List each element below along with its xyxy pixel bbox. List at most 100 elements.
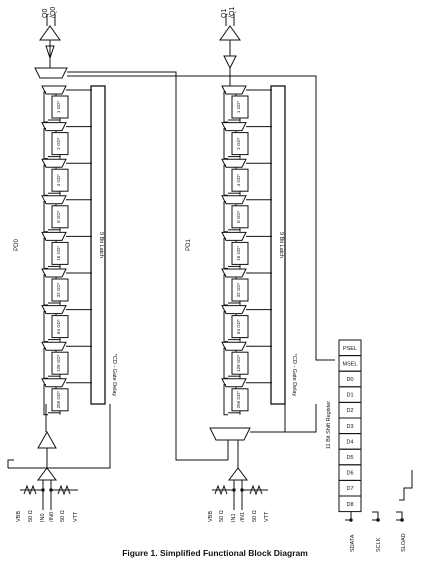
- delay-a-stage-label-6: 32 GD*: [56, 282, 61, 297]
- shift-register-cell-label: D6: [346, 471, 353, 477]
- output-buffer-b: [219, 25, 241, 41]
- delay-a-stage-label-1: 1 GD*: [56, 101, 61, 114]
- delay-b-stage-2: 2 GD*: [221, 122, 273, 160]
- delay-a-stage-label-2: 2 GD*: [56, 137, 61, 150]
- delay-a-stage-9: 256 GD*: [41, 378, 93, 416]
- pin-in0: IN0: [40, 513, 46, 522]
- delay-a-stage-6: 32 GD*: [41, 268, 93, 306]
- delay-chain-b: 1 GD* 2 GD* 4 GD* 8 GD* 16 GD* 32 GD* 64 GD* 12…: [221, 85, 273, 416]
- load-pulse-icon: [399, 470, 413, 501]
- channel-a-outputs: Q0 /Q0: [42, 7, 57, 18]
- shift-register-cell-msel: MSEL: [338, 355, 362, 372]
- shift-register-cell-d5: D5: [338, 448, 362, 466]
- res-b-1: 50 Ω: [219, 510, 225, 522]
- shift-register-cell-d1: D1: [338, 386, 362, 403]
- channel-b-inputs: VBB 50 Ω IN1 /IN1 50 Ω VTT: [208, 510, 270, 522]
- shift-register-cell-label: D2: [346, 408, 353, 414]
- delay-b-stage-9: 256 GD*: [221, 378, 273, 416]
- shift-register-cell-label: D7: [346, 486, 353, 492]
- delay-a-stage-label-7: 64 GD*: [56, 319, 61, 334]
- latch-a: [90, 85, 106, 405]
- res-b-2: 50 Ω: [252, 510, 258, 522]
- delay-a-stage-label-8: 128 GD*: [56, 354, 61, 372]
- shift-register-cell-d8: D8: [338, 495, 362, 513]
- delay-note-a: *CD - Gate Delay: [111, 354, 117, 397]
- delay-a-stage-7: 64 GD*: [41, 305, 93, 343]
- vertical-label-pd1: PD1: [186, 239, 192, 251]
- pin-vbb-a: VBB: [16, 511, 22, 522]
- delay-b-stage-label-5: 16 GD*: [236, 246, 241, 261]
- shift-register-cell-d4: D4: [338, 433, 362, 450]
- pin-in1-bar: /IN1: [240, 512, 246, 522]
- delay-b-stage-label-7: 64 GD*: [236, 319, 241, 334]
- channel-a-inputs: VBB 50 Ω IN0 /IN0 50 Ω VTT: [16, 510, 79, 522]
- delay-b-stage-3: 4 GD*: [221, 158, 273, 196]
- delay-a-stage-label-9: 256 GD*: [56, 391, 61, 409]
- delay-b-stage-1: 1 GD*: [221, 85, 273, 123]
- output-label-q0-bar: /Q0: [50, 7, 57, 18]
- output-label-q1: Q1: [221, 9, 228, 18]
- delay-note-b: *CD - Gate Delay: [291, 354, 297, 397]
- vertical-label-pd0: PD0: [14, 239, 20, 251]
- delay-a-stage-8: 128 GD*: [41, 341, 93, 379]
- channel-a: Q0 /Q0 1 GD* 2 GD* 4 GD* 8 GD* 16 GD* 32 GD* 6…: [7, 7, 335, 522]
- shift-register-cell-label: PSEL: [343, 346, 357, 352]
- latch-b: [270, 85, 286, 405]
- output-label-q0: Q0: [42, 9, 49, 18]
- latch-label-b: 9 Bit Latch: [278, 232, 284, 258]
- output-label-q1-bar: /Q1: [229, 7, 236, 18]
- receiver-a: [37, 467, 57, 481]
- delay-b-stage-label-3: 4 GD*: [236, 174, 241, 187]
- shift-register-cell-d6: D6: [338, 464, 362, 481]
- pin-in0-bar: /IN0: [49, 512, 55, 522]
- pin-vtt-a: VTT: [73, 511, 79, 522]
- shift-register-cell-label: D8: [346, 502, 353, 508]
- shift-register-cell-label: D4: [346, 439, 353, 445]
- shift-register-cell-d3: D3: [338, 417, 362, 435]
- delay-b-stage-label-2: 2 GD*: [236, 137, 241, 150]
- delay-b-stage-6: 32 GD*: [221, 268, 273, 306]
- shift-register-cell-label: MSEL: [343, 361, 358, 367]
- pin-sdata: SDATA: [350, 534, 356, 552]
- pin-sclk: SCLK: [376, 537, 382, 552]
- delay-a-stage-3: 4 GD*: [41, 158, 93, 196]
- shift-register-cell-psel: PSEL: [338, 339, 362, 357]
- shift-register-cell-d7: D7: [338, 479, 362, 497]
- delay-b-stage-label-4: 8 GD*: [236, 210, 241, 223]
- shift-register-cell-label: D5: [346, 455, 353, 461]
- output-buffer-a: [39, 25, 61, 41]
- pin-in1: IN1: [231, 513, 237, 522]
- channel-b: Q1 /Q1 1 GD* 2 GD* 4 GD* 8 GD* 16 GD* 32 GD* 6…: [186, 7, 317, 522]
- delay-chain-a: 1 GD* 2 GD* 4 GD* 8 GD* 16 GD* 32 GD* 64 GD* 12…: [41, 85, 93, 416]
- pin-vbb-b: VBB: [208, 511, 214, 522]
- res-a-1: 50 Ω: [28, 510, 34, 522]
- delay-a-stage-label-4: 8 GD*: [56, 210, 61, 223]
- delay-b-stage-8: 128 GD*: [221, 341, 273, 379]
- delay-b-stage-5: 16 GD*: [221, 231, 273, 269]
- delay-b-stage-label-9: 256 GD*: [236, 391, 241, 409]
- serial-pins: SDATA SCLK SLOAD: [350, 533, 407, 552]
- shift-register-label: 11 Bit Shift Register: [326, 401, 332, 449]
- shift-register-cell-d2: D2: [338, 401, 362, 419]
- input-buffer-a: [37, 430, 57, 449]
- delay-a-stage-4: 8 GD*: [41, 195, 93, 233]
- shift-register-cell-d0: D0: [338, 370, 362, 388]
- delay-b-stage-label-1: 1 GD*: [236, 101, 241, 114]
- shift-register-cell-label: D3: [346, 424, 353, 430]
- delay-a-stage-1: 1 GD*: [41, 85, 93, 123]
- delay-a-stage-2: 2 GD*: [41, 122, 93, 160]
- shift-register-cell-label: D0: [346, 377, 353, 383]
- pin-sload: SLOAD: [401, 533, 407, 552]
- delay-b-stage-7: 64 GD*: [221, 305, 273, 343]
- delay-a-stage-5: 16 GD*: [41, 231, 93, 269]
- shift-register-cell-label: D1: [346, 393, 353, 399]
- output-mux-a: [34, 67, 68, 79]
- receiver-b: [228, 467, 248, 481]
- res-a-2: 50 Ω: [60, 510, 66, 522]
- delay-a-stage-label-3: 4 GD*: [56, 174, 61, 187]
- delay-b-stage-4: 8 GD*: [221, 195, 273, 233]
- delay-a-stage-label-5: 16 GD*: [56, 246, 61, 261]
